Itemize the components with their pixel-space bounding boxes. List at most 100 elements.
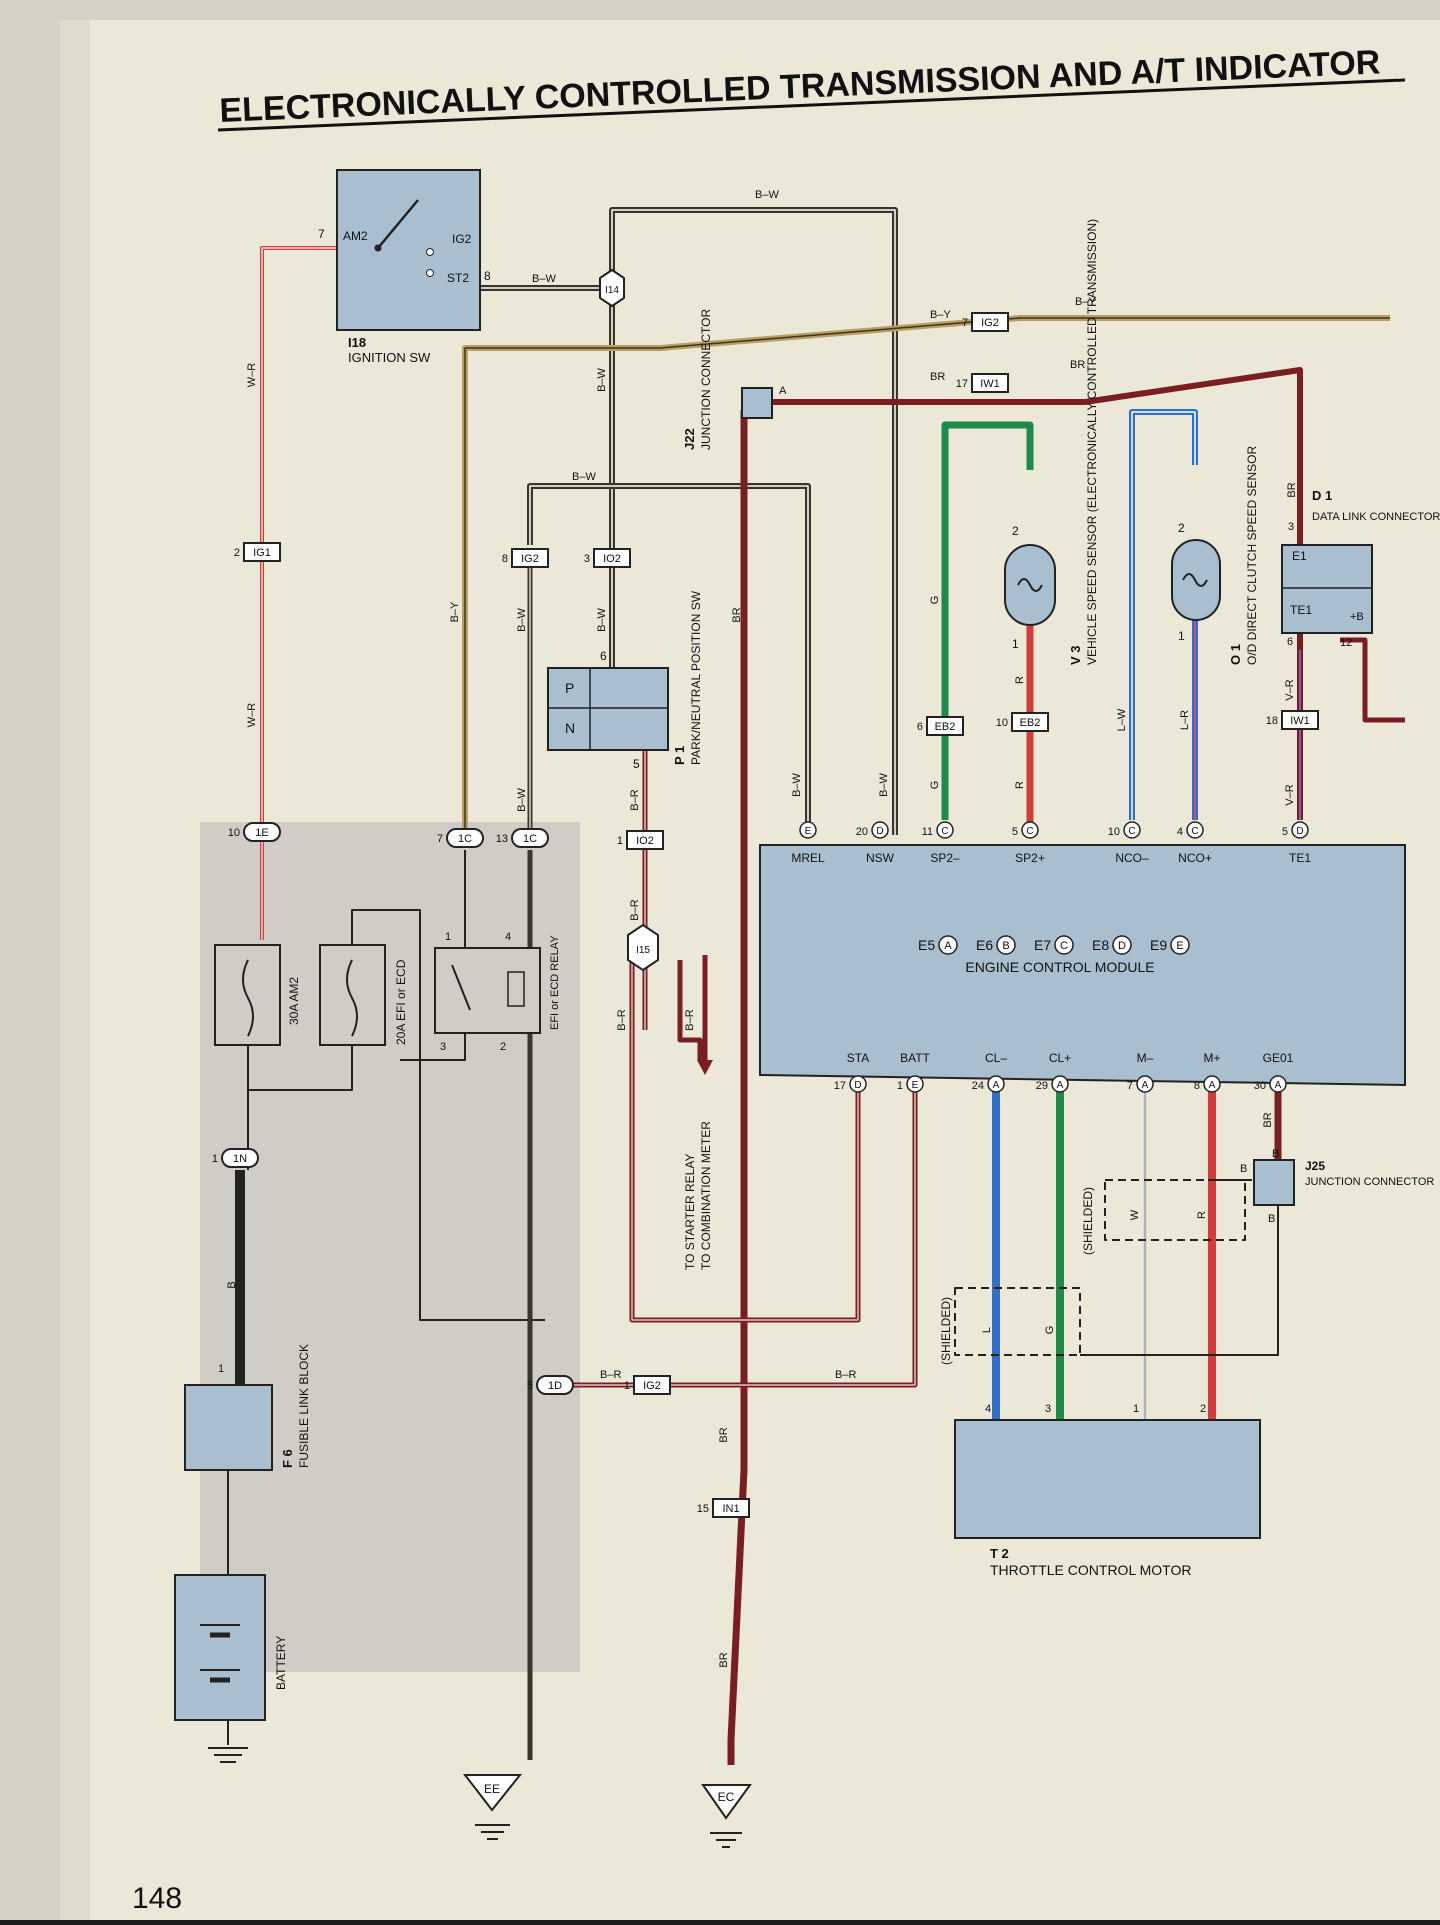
wire-label-br: BR <box>718 1427 730 1442</box>
connector-tag-io2_low <box>626 830 664 850</box>
ecm-bottom-pin-label: CL– <box>985 1051 1007 1065</box>
wire-label-b: B <box>1272 1148 1279 1160</box>
wire-label-b-w: B–W <box>878 772 890 796</box>
ecm-top-pin-conn: D <box>876 826 883 837</box>
connector-pin: 10 <box>996 717 1008 729</box>
wire-label-w: W <box>1129 1209 1141 1220</box>
ecm-top-pins: EMRELD20NSWC11SP2–C5SP2+C10NCO–C4NCO+D5T… <box>791 821 1311 865</box>
connector-code: IW1 <box>980 378 1000 390</box>
ecm-top-pin-ring <box>871 821 889 839</box>
battery-name: BATTERY <box>274 1636 288 1690</box>
connector-pin: 1 <box>617 835 623 847</box>
ecm-bottom-pin-label: STA <box>847 1051 869 1065</box>
connector-pin: 13 <box>496 833 508 845</box>
wires <box>227 207 1405 1765</box>
ecm-connector-letter: B <box>1002 940 1009 952</box>
relay-pin-1: 1 <box>445 931 451 943</box>
ecm-top-pin-num: 11 <box>922 826 933 838</box>
tcm-name: THROTTLE CONTROL MOTOR <box>990 1562 1191 1578</box>
od-pin-2: 2 <box>1178 521 1185 535</box>
ecm-top-pin-label: NCO+ <box>1178 851 1212 865</box>
wire-label-b-r: B–R <box>629 899 641 920</box>
connector-code: 1D <box>548 1380 562 1392</box>
wire-label-b-w: B–W <box>516 607 528 631</box>
ecm-top-pin-num: 20 <box>856 826 868 838</box>
wire-label-b: B <box>226 1281 238 1288</box>
connector-tag-io2_mid <box>593 548 631 568</box>
ecm-connector-letter: D <box>1118 940 1126 952</box>
ign-pin-am2: 7 <box>318 227 325 241</box>
ecm-top-pin-label: TE1 <box>1289 851 1311 865</box>
connector-tag-ig1 <box>243 542 281 562</box>
connector-code: EB2 <box>1020 717 1041 729</box>
ecm-bottom-pin-num: 17 <box>834 1080 846 1092</box>
ign-id: I18 <box>348 335 366 350</box>
connector-pin: 6 <box>917 721 923 733</box>
ecm-bottom-pin-num: 29 <box>1036 1080 1048 1092</box>
pn-pin-out: 5 <box>633 757 640 771</box>
i14-label: I14 <box>605 285 619 296</box>
od-pin-1: 1 <box>1178 629 1185 643</box>
wire-label-b-w: B–W <box>572 471 596 483</box>
wire-label-br: BR <box>1070 359 1085 371</box>
od-clutch-sensor: 2 1 O 1 O/D DIRECT CLUTCH SPEED SENSOR <box>1171 446 1259 665</box>
connector-pin: 10 <box>228 827 240 839</box>
connector-pin: 7 <box>962 317 968 329</box>
ecm-bottom-pin-conn: A <box>1209 1080 1216 1091</box>
pn-id: P 1 <box>672 746 687 765</box>
ecm-bottom-pin-ring <box>1203 1075 1221 1093</box>
relay-name: EFI or ECD RELAY <box>549 935 561 1030</box>
ecm-name: ENGINE CONTROL MODULE <box>965 959 1154 975</box>
wire-label-g: G <box>1044 1326 1056 1335</box>
connector-code: IO2 <box>636 835 654 847</box>
wire-label-br: BR <box>718 1652 730 1667</box>
tcm-id: T 2 <box>990 1546 1009 1561</box>
splice-i15: I15 TO STARTER RELAY TO COMBINATION METE… <box>627 923 713 1270</box>
connector-tag-c1c_b <box>511 828 549 848</box>
ecm-connector-letter: C <box>1060 940 1068 952</box>
ecm-bottom-pin-label: M– <box>1137 1051 1154 1065</box>
fuse-efi: 20A EFI or ECD <box>319 944 408 1046</box>
ecm-top-pin-label: MREL <box>791 851 825 865</box>
connector-pin: 15 <box>697 1503 709 1515</box>
note-starter: TO STARTER RELAY <box>683 1154 697 1270</box>
dlc-name: DATA LINK CONNECTOR 1 <box>1312 511 1440 523</box>
od-name: O/D DIRECT CLUTCH SPEED SENSOR <box>1245 446 1259 665</box>
ecm-top-pin-conn: C <box>1026 826 1033 837</box>
wire-label-g: G <box>929 596 941 605</box>
connector-code: IO2 <box>603 553 621 565</box>
wire-label-b-w: B–W <box>596 607 608 631</box>
park-neutral-switch: P N 6 5 P 1 PARK/NEUTRAL POSITION SW <box>547 590 703 771</box>
ecm-top-pin-ring <box>1291 821 1309 839</box>
connector-tag-iw1_top <box>971 373 1009 393</box>
ecm-top-pin-num: 10 <box>1108 826 1120 838</box>
vehicle-speed-sensor: 2 1 V 3 VEHICLE SPEED SENSOR (ELECTRONIC… <box>1004 219 1099 665</box>
fuse-am2-label: 30A AM2 <box>287 977 301 1025</box>
title-underline <box>217 78 1406 132</box>
wire-label-b-r: B–R <box>616 1009 628 1030</box>
dlc-term-te1: TE1 <box>1290 603 1312 617</box>
i15-label: I15 <box>636 945 650 956</box>
connector-pin: 8 <box>502 553 508 565</box>
connector-code: IG2 <box>643 1380 661 1392</box>
ecm-connector-e5: E5 <box>918 937 935 953</box>
wire-label-b-r: B–R <box>684 1009 696 1030</box>
data-link-connector: E1 TE1 +B 3 6 12 D 1 DATA LINK CONNECTOR… <box>1281 488 1440 649</box>
ground-ec: EC <box>701 1784 752 1848</box>
connector-pin: 1 <box>212 1153 218 1165</box>
fuse-am2: 30A AM2 <box>214 944 301 1046</box>
ecm-connector-ring <box>1170 935 1190 955</box>
connector-pin: 1 <box>624 1380 630 1392</box>
ecm-connector-ring <box>996 935 1016 955</box>
page-gutter <box>60 20 90 1920</box>
note-meter: TO COMBINATION METER <box>699 1121 713 1270</box>
ecm-top-pin-conn: C <box>1128 826 1135 837</box>
dlc-term-e1: E1 <box>1292 549 1307 563</box>
dlc-pin-6: 6 <box>1287 636 1293 648</box>
ecm-bottom-pin-ring <box>906 1075 924 1093</box>
connector-tag-c1c_a <box>446 828 484 848</box>
ecm-bottom-pin-conn: A <box>1057 1080 1064 1091</box>
